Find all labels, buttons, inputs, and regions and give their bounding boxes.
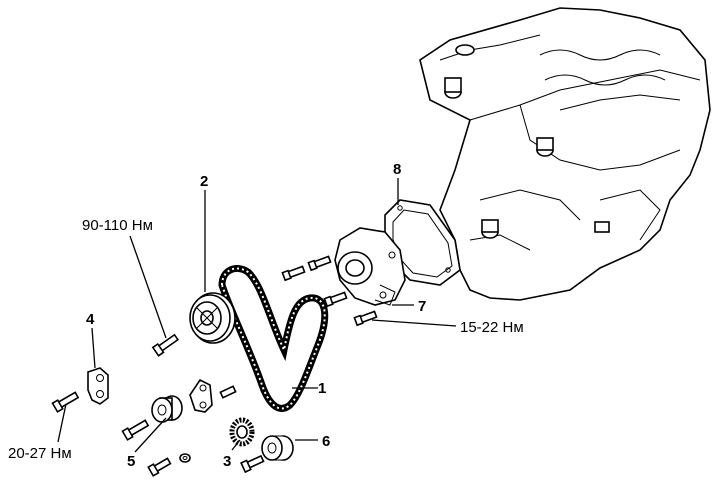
camshaft-pulley [189,292,236,344]
belt-tensioner [87,367,109,405]
tensioner-bolt [51,391,80,413]
idler-bracket [189,378,237,413]
crankshaft-pulley [261,435,294,461]
callout-2: 2 [200,173,208,190]
timing-belt [218,265,329,412]
callout-5: 5 [127,453,135,470]
idler-bolts [121,419,191,477]
torque-tensioner-bolt: 20-27 Нм [8,445,72,462]
torque-water-pump-bolt: 15-22 Нм [460,319,524,336]
callout-6: 6 [322,433,330,450]
crankshaft-sprocket [229,417,255,447]
callout-8: 8 [393,161,401,178]
callout-3: 3 [223,453,231,470]
water-pump [334,227,406,306]
camshaft-bolt [151,333,180,357]
idler-pulley [151,395,183,423]
callout-7: 7 [418,298,426,315]
torque-camshaft-bolt: 90-110 Нм [82,217,153,234]
engine-block [419,7,711,301]
callout-1: 1 [318,380,326,397]
water-pump-bolts [281,255,378,327]
leader-lines [57,178,457,453]
crankshaft-bolt [240,454,265,474]
callout-4: 4 [86,311,95,328]
